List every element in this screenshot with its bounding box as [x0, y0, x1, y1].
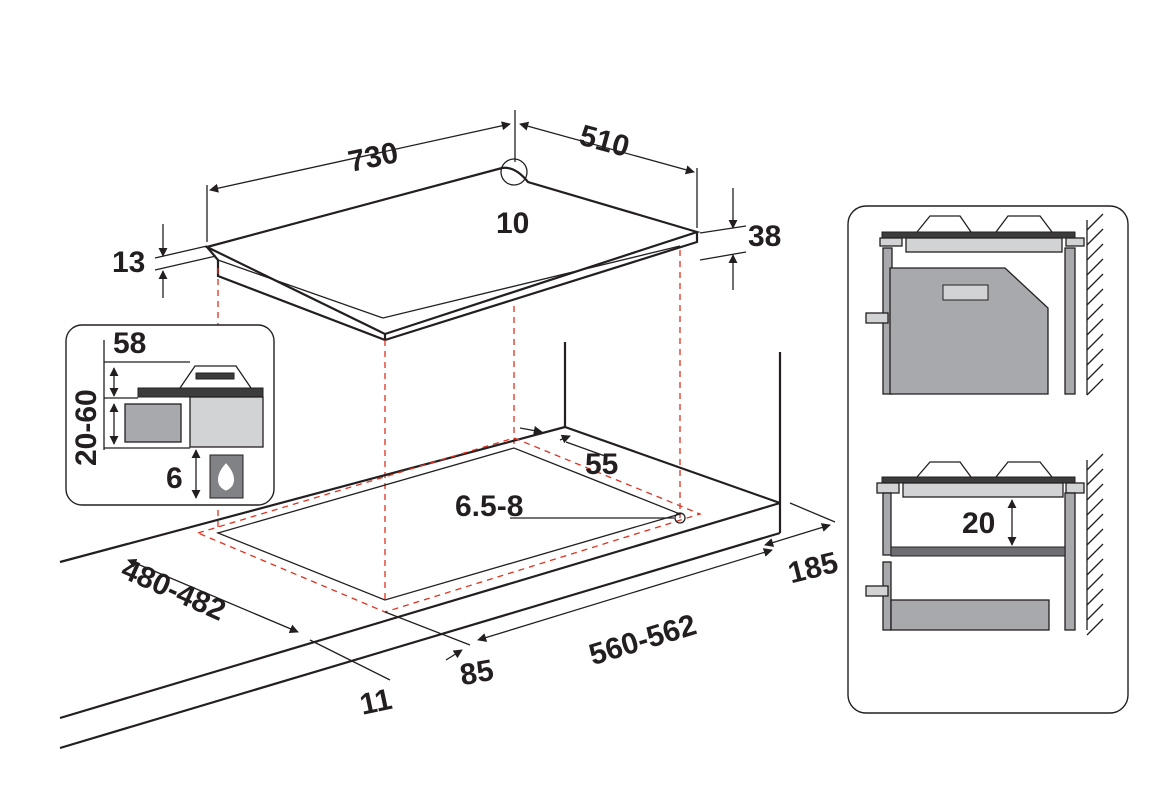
dim-hole: 6.5-8 — [455, 490, 523, 523]
dim-inset-6: 6 — [166, 462, 183, 495]
dim-cutout-55: 55 — [585, 448, 618, 481]
dimension-lines-bottom — [127, 426, 836, 681]
dim-inset-range: 20-60 — [70, 389, 103, 466]
dim-width: 730 — [345, 136, 401, 179]
dim-cutout-depth: 480-482 — [116, 553, 230, 628]
dim-corner: 10 — [496, 207, 529, 240]
dim-cutout-width: 560-562 — [585, 608, 700, 672]
wall-hatch-icon — [1086, 213, 1104, 636]
dim-height: 38 — [748, 220, 781, 253]
hob-body — [203, 166, 701, 342]
inset-panel-right — [847, 205, 1129, 714]
dim-front-85: 85 — [458, 654, 497, 692]
dim-inset-58: 58 — [113, 327, 146, 360]
dim-oven-gap: 20 — [962, 507, 995, 540]
dim-depth: 510 — [576, 119, 633, 164]
dimension-lines-top — [154, 110, 747, 298]
inset-panel-left — [65, 324, 275, 506]
dim-rear-185: 185 — [785, 546, 842, 590]
dim-edge-11: 11 — [357, 683, 395, 722]
dim-thickness: 13 — [112, 246, 145, 279]
gas-flame-icon — [218, 463, 234, 491]
burner-icon — [179, 365, 252, 389]
